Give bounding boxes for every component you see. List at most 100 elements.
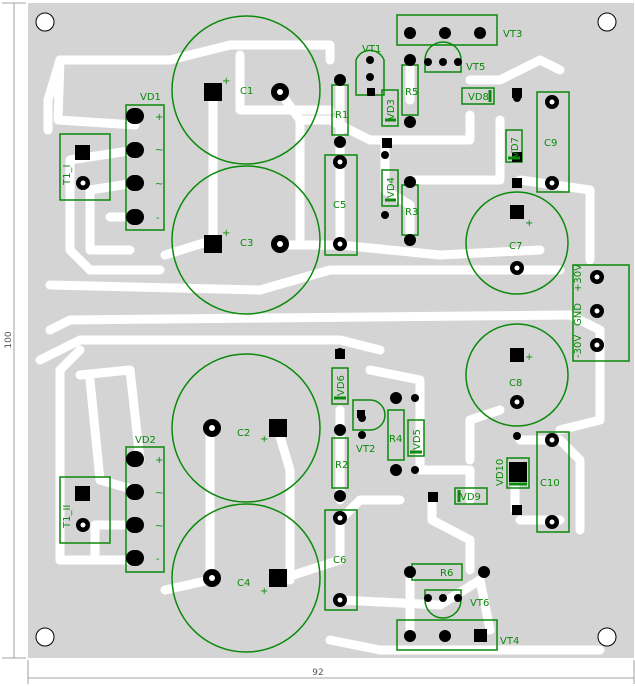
c3-outline [171, 165, 321, 315]
c8-outline [465, 323, 569, 427]
label-r6: R6 [440, 568, 453, 579]
label-c7: C7 [509, 241, 522, 252]
bridge2-tilde-a: ~ [155, 488, 163, 499]
label-t1-i: T1_I [62, 165, 73, 186]
width-dimension: 92 [312, 668, 323, 678]
c8-plus: + [525, 352, 533, 363]
c4-outline [171, 503, 321, 653]
c3-plus: + [222, 228, 230, 239]
label-c6: C6 [333, 555, 346, 566]
mounting-hole-br [597, 627, 617, 647]
label-out-m30: -30V [573, 335, 584, 358]
pad-sq [269, 569, 287, 587]
label-c8: C8 [509, 378, 522, 389]
label-vd10: VD10 [495, 459, 506, 486]
label-out-p30: +30V [573, 264, 584, 292]
height-dimension: 100 [4, 331, 14, 348]
c9-outline [536, 91, 570, 193]
label-vd4: VD4 [386, 177, 397, 198]
diode-bands [334, 90, 527, 502]
bridge1-tilde-a: ~ [155, 145, 163, 156]
label-r3: R3 [405, 207, 418, 218]
vt4-outline [396, 619, 498, 651]
c7-plus: + [525, 218, 533, 229]
electrolytic-caps [171, 15, 569, 653]
label-vd5: VD5 [412, 429, 423, 450]
mounting-hole-tl [35, 12, 55, 32]
t1-ii-outline [59, 476, 111, 544]
c2-outline [171, 353, 321, 503]
pad-sq [269, 419, 287, 437]
c1-outline [171, 15, 321, 165]
vd5-outline [407, 419, 425, 457]
label-c5: C5 [333, 200, 346, 211]
label-vd6: VD6 [336, 375, 347, 396]
c6-outline [324, 509, 358, 611]
label-vt5: VT5 [466, 62, 485, 73]
pad-sq [204, 235, 222, 253]
label-c10: C10 [540, 478, 560, 489]
label-r1: R1 [335, 110, 348, 121]
vt3-outline [396, 14, 498, 46]
r4-outline [387, 409, 405, 461]
c7-outline [465, 191, 569, 295]
label-vt1: VT1 [362, 44, 381, 55]
bridge2-plus: + [155, 455, 163, 466]
vd6-outline [331, 367, 349, 405]
pad-sq [75, 486, 90, 501]
label-r2: R2 [335, 460, 348, 471]
t1-i-outline [59, 133, 111, 201]
label-r4: R4 [389, 434, 402, 445]
label-vd8: VD8 [468, 92, 489, 103]
label-c1: C1 [240, 86, 253, 97]
c5-outline [324, 154, 358, 256]
pads [75, 27, 604, 642]
mounting-holes [35, 12, 617, 647]
label-c2: C2 [237, 428, 250, 439]
mounting-hole-bl [35, 627, 55, 647]
label-vd2: VD2 [135, 435, 156, 446]
pad-sq [510, 205, 524, 219]
vd4-outline [381, 169, 399, 207]
label-vt6: VT6 [470, 598, 489, 609]
bridge2-minus: - [156, 554, 160, 565]
label-c4: C4 [237, 578, 250, 589]
bridge1-minus: - [156, 213, 160, 224]
silk-labels: C1 C3 C2 C4 C5 C6 C7 C8 C9 C10 R1 R2 R3 … [62, 29, 584, 647]
label-vt2: VT2 [356, 444, 375, 455]
vd1-outline [125, 104, 165, 231]
pad-sq [75, 145, 90, 160]
label-vd9: VD9 [460, 492, 481, 503]
mounting-hole-tr [597, 12, 617, 32]
vd9-outline [454, 487, 488, 505]
c1-plus: + [222, 76, 230, 87]
r2-outline [331, 437, 349, 489]
pad-sq [510, 348, 524, 362]
vt2-outline [352, 399, 386, 431]
pad-sq [204, 83, 222, 101]
label-vd3: VD3 [386, 99, 397, 120]
c10-outline [536, 431, 570, 533]
label-c3: C3 [240, 238, 253, 249]
vd2-outline [125, 446, 165, 573]
c2-plus: + [260, 434, 268, 445]
bridge1-tilde-b: ~ [155, 179, 163, 190]
label-vd1: VD1 [140, 92, 161, 103]
output-connector-outline [572, 264, 630, 362]
label-c9: C9 [544, 138, 557, 149]
bridge2-tilde-b: ~ [155, 521, 163, 532]
bridge1-plus: + [155, 112, 163, 123]
vd8-outline [461, 87, 495, 105]
label-out-gnd: GND [573, 303, 584, 326]
label-vt4: VT4 [500, 636, 519, 647]
label-t1-ii: T1_II [62, 505, 73, 529]
label-r5: R5 [405, 87, 418, 98]
vt1-outline [355, 49, 385, 96]
label-vd7: VD7 [510, 137, 521, 158]
c4-plus: + [260, 586, 268, 597]
vd3-outline [381, 89, 399, 127]
vd10-outline [506, 457, 530, 489]
label-vt3: VT3 [503, 29, 522, 40]
